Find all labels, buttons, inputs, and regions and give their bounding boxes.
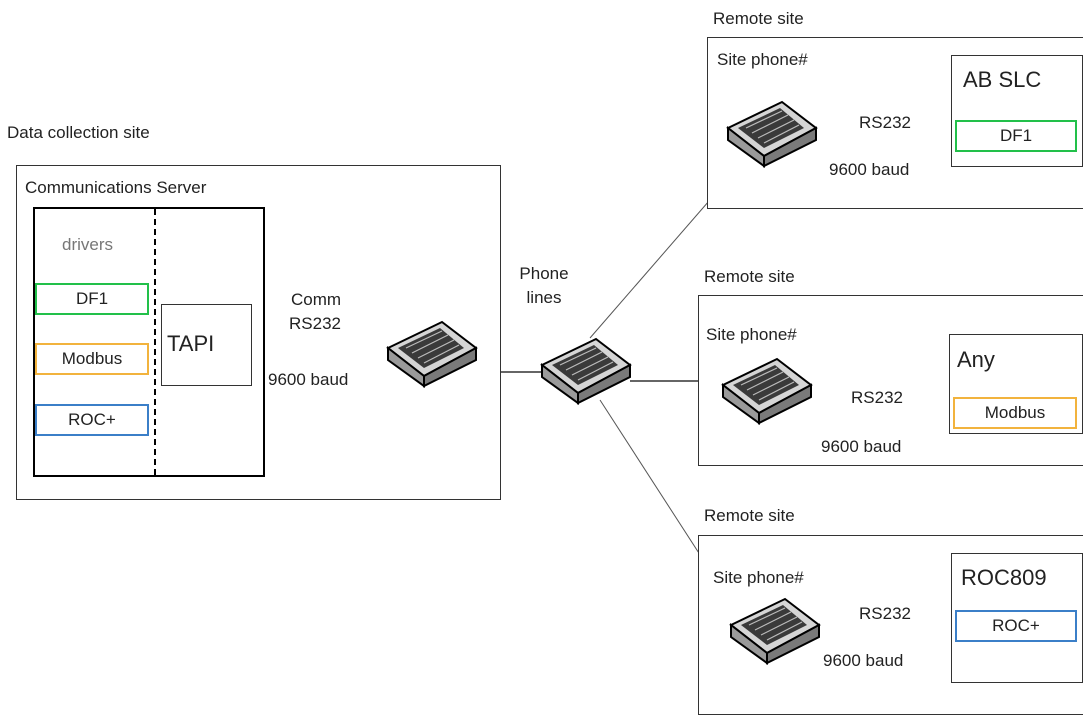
comm-label: Comm [291, 290, 342, 309]
remote-site-1-link-label: RS232 [859, 113, 911, 132]
remote-site-3-baud-label: 9600 baud [823, 651, 904, 670]
local-modem-icon [384, 318, 480, 388]
comm-baud-label: 9600 baud [268, 370, 349, 389]
remote-device-1-protocol: DF1 [955, 120, 1077, 152]
remote-site-2-link-label: RS232 [851, 388, 903, 407]
remote-site-3-phone-label: Site phone# [713, 568, 804, 587]
tapi-label: TAPI [167, 331, 215, 356]
remote-site-2-baud-label: 9600 baud [821, 437, 902, 456]
phone-lines-label: Phone lines [519, 264, 569, 307]
remote-site-3-label: Remote site [704, 506, 795, 525]
drivers-divider [154, 209, 156, 475]
driver-roc-plus: ROC+ [35, 404, 149, 436]
phone-hub-icon [538, 335, 634, 405]
remote-device-2-protocol: Modbus [953, 397, 1077, 429]
remote-modem-2-icon [719, 355, 815, 425]
remote-site-2-phone-label: Site phone# [706, 325, 797, 344]
remote-device-3-protocol: ROC+ [955, 610, 1077, 642]
comm-protocol-label: RS232 [289, 314, 341, 333]
data-collection-site-label: Data collection site [7, 123, 150, 142]
remote-site-1-baud-label: 9600 baud [829, 160, 910, 179]
remote-device-2-title: Any [957, 347, 995, 372]
driver-df1: DF1 [35, 283, 149, 315]
tapi-box [161, 304, 252, 386]
remote-site-2-label: Remote site [704, 267, 795, 286]
remote-site-3-link-label: RS232 [859, 604, 911, 623]
remote-device-1-title: AB SLC [963, 67, 1042, 92]
remote-site-1-phone-label: Site phone# [717, 50, 808, 69]
remote-site-1-label: Remote site [713, 9, 804, 28]
remote-modem-3-icon [727, 595, 823, 665]
remote-modem-1-icon [724, 98, 820, 168]
drivers-label: drivers [62, 235, 114, 254]
communications-server-label: Communications Server [25, 178, 207, 197]
driver-modbus: Modbus [35, 343, 149, 375]
remote-device-3-title: ROC809 [961, 565, 1047, 590]
